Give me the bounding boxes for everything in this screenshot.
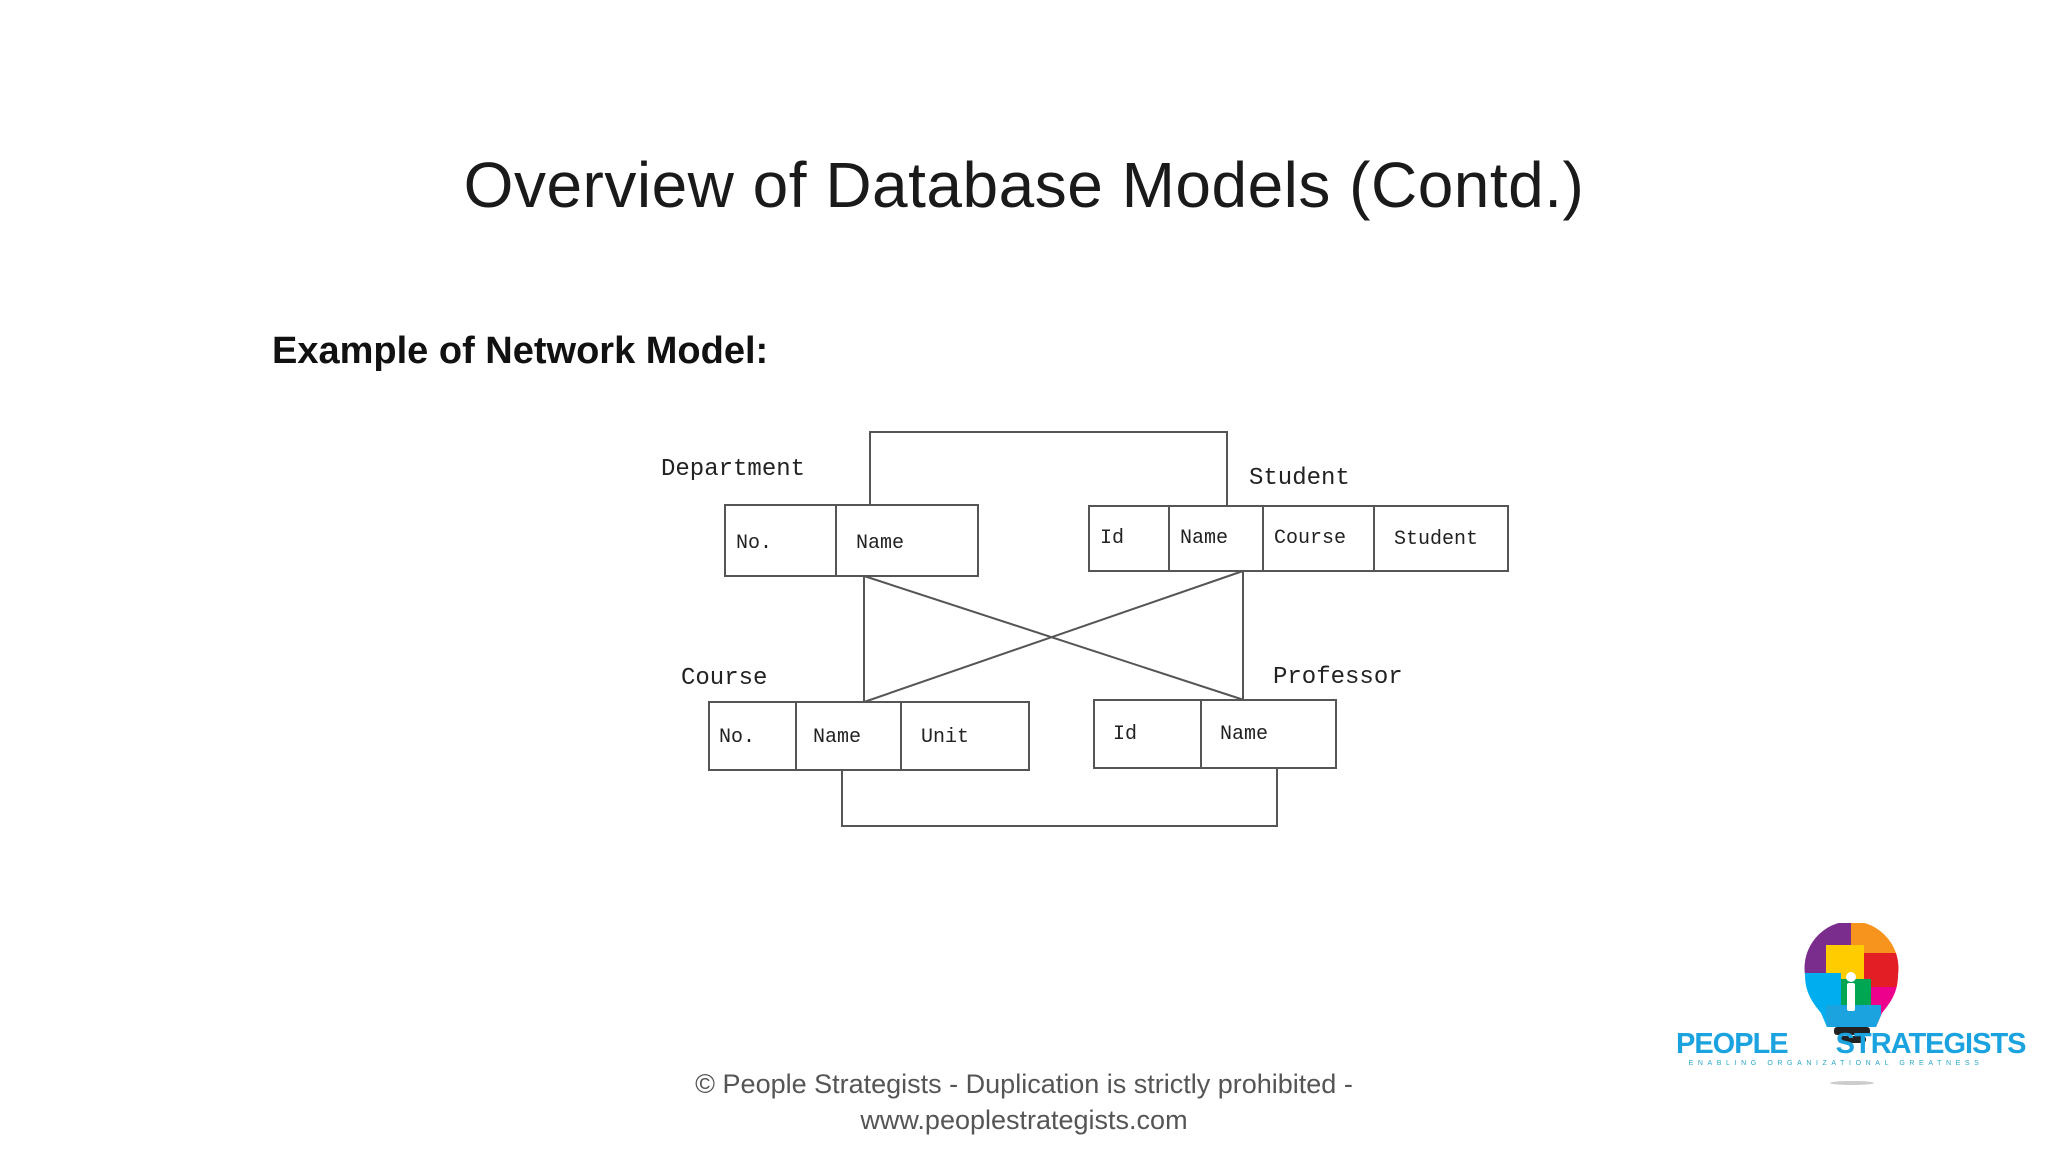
company-logo: PEOPLE STRATEGISTS ENABLING ORGANIZATIONA… [1676, 915, 2027, 1085]
connector-department-professor [863, 575, 1245, 701]
footer-website: www.peoplestrategists.com [860, 1105, 1188, 1135]
course-field: Name [813, 726, 861, 749]
connector-department-student [869, 431, 1228, 506]
slide-subtitle: Example of Network Model: [272, 330, 769, 372]
professor-field: Name [1220, 723, 1268, 746]
footer: © People Strategists - Duplication is st… [0, 1066, 2048, 1138]
department-label: Department [661, 456, 805, 483]
course-field: Unit [921, 726, 969, 749]
department-field: No. [736, 532, 772, 555]
student-label: Student [1249, 465, 1350, 492]
footer-copyright: © People Strategists - Duplication is st… [695, 1069, 1353, 1099]
course-field: No. [719, 726, 755, 749]
logo-tagline: ENABLING ORGANIZATIONAL GREATNESS [1688, 1060, 1984, 1067]
course-record [708, 701, 1030, 771]
connector-course-professor [841, 768, 1278, 827]
professor-field: Id [1113, 723, 1137, 746]
connector-student-course [863, 570, 1244, 703]
logo-word-people: PEOPLE [1676, 1028, 1789, 1060]
department-record [724, 504, 979, 577]
student-field: Course [1274, 527, 1346, 550]
professor-record [1093, 699, 1337, 769]
course-label: Course [681, 665, 767, 692]
lightbulb-puzzle-icon [1804, 923, 1899, 1085]
student-field: Student [1394, 528, 1478, 551]
logo-word-strategists: STRATEGISTS [1835, 1028, 2027, 1060]
student-field: Id [1100, 527, 1124, 550]
logo-wordmark: PEOPLE STRATEGISTS [1676, 1028, 2027, 1061]
student-record [1088, 505, 1509, 572]
professor-label: Professor [1273, 664, 1403, 691]
department-field: Name [856, 532, 904, 555]
slide-title: Overview of Database Models (Contd.) [463, 149, 1585, 221]
student-field: Name [1180, 527, 1228, 550]
